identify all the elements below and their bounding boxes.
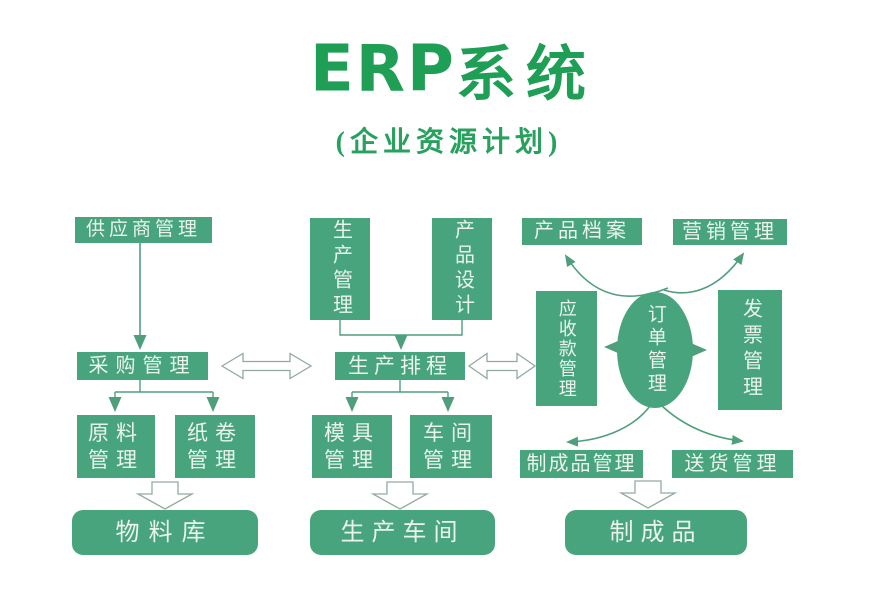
node-product-design: 产品设计	[432, 218, 492, 320]
connector-production-merge	[339, 320, 463, 336]
node-delivery-mgmt: 送货管理	[672, 450, 793, 478]
node-supplier-mgmt: 供应商管理	[75, 217, 212, 243]
arrow-order-to-product-archive	[564, 254, 669, 297]
hollow-arrow-to-material-warehouse	[135, 481, 195, 510]
arrow-order-to-delivery	[661, 405, 744, 445]
node-production-scheduling: 生产排程	[335, 352, 465, 380]
node-accounts-receivable-mgmt: 应收款管理	[536, 291, 597, 406]
page-subtitle: (企业资源计划)	[335, 127, 563, 158]
node-production-workshop: 生产车间	[310, 510, 495, 555]
title-system: 系统	[455, 42, 596, 108]
node-raw-material-mgmt: 原料 管理	[77, 415, 155, 478]
node-invoice-mgmt: 发票管理	[718, 290, 782, 410]
connector-scheduling-split	[352, 380, 448, 393]
arrow-order-to-marketing	[663, 252, 745, 294]
hollow-arrow-to-production-workshop	[370, 481, 430, 510]
node-order-mgmt: 订单管理	[617, 292, 693, 408]
connector-purchasing-split	[115, 380, 213, 393]
node-material-warehouse: 物料库	[72, 510, 258, 555]
node-product-archive: 产品档案	[522, 218, 642, 245]
title-erp: ERP	[310, 32, 456, 107]
node-paper-roll-mgmt: 纸卷 管理	[175, 415, 255, 478]
double-arrow-scheduling-receivable	[467, 352, 537, 380]
page-title: ERP系统	[14, 26, 878, 113]
node-purchasing-mgmt: 采购管理	[77, 352, 208, 380]
hollow-arrow-to-finished-goods	[618, 480, 678, 509]
node-workshop-mgmt: 车间 管理	[410, 415, 492, 478]
node-mold-mgmt: 模具 管理	[312, 415, 392, 478]
node-finished-goods: 制成品	[565, 510, 747, 555]
node-production-mgmt: 生产管理	[310, 218, 370, 320]
arrow-order-to-finished-goods-mgmt	[566, 405, 651, 447]
node-marketing-mgmt: 营销管理	[673, 219, 787, 245]
node-finished-goods-mgmt: 制成品管理	[520, 450, 643, 478]
double-arrow-purchasing-scheduling	[220, 352, 313, 380]
